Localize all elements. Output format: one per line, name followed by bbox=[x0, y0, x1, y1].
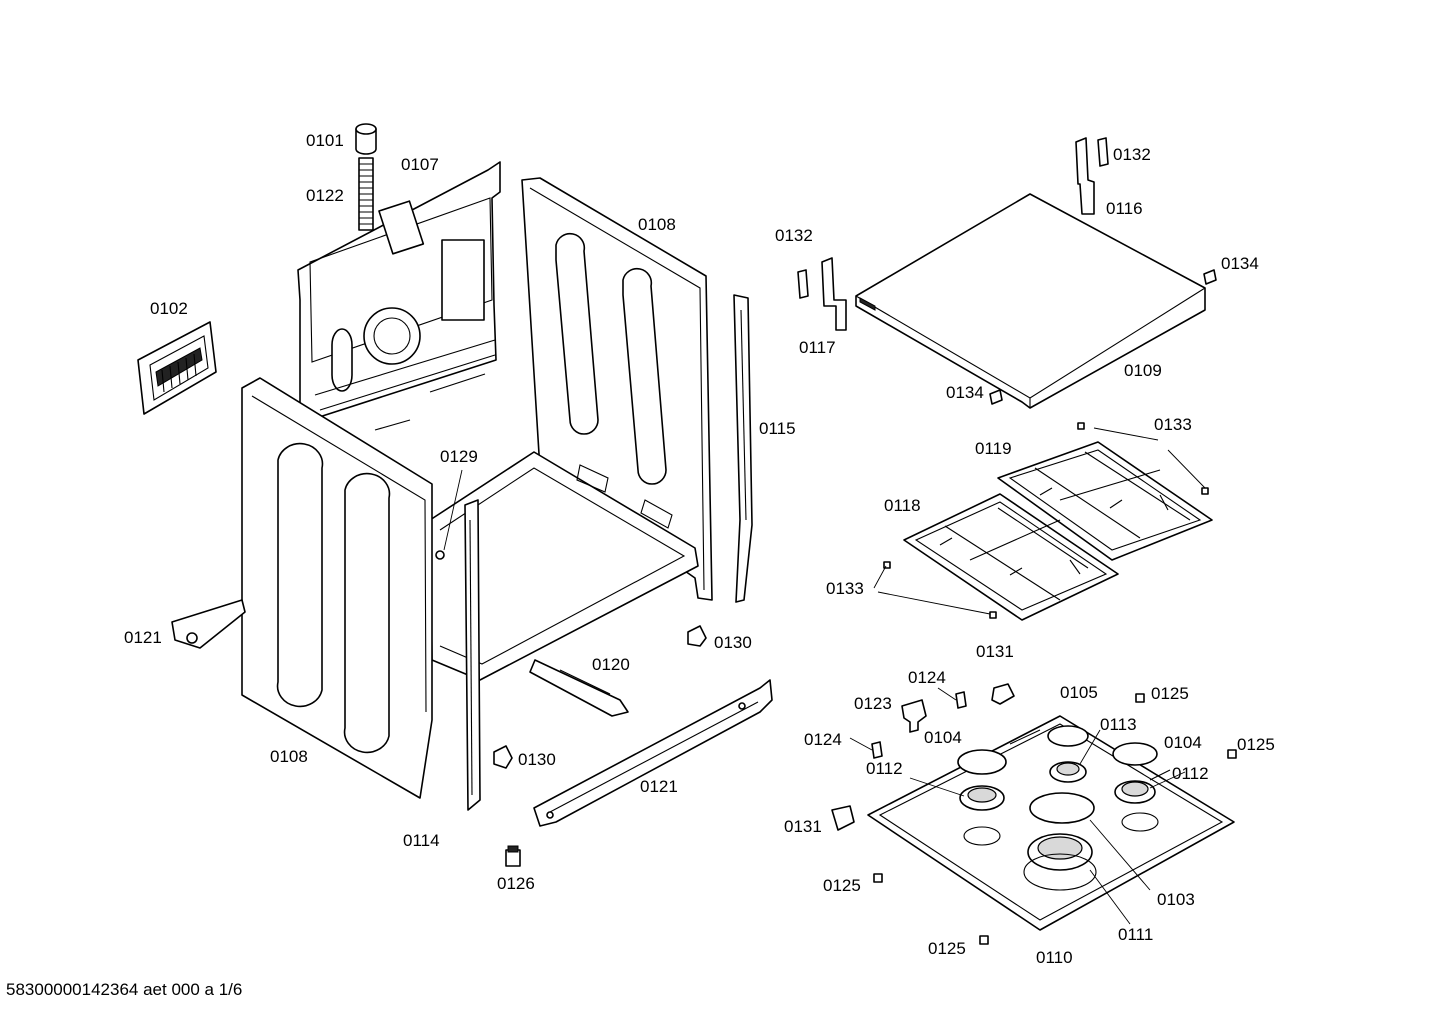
label-0123: 0123 bbox=[854, 694, 892, 713]
part-0130-clip-bottom bbox=[493, 745, 513, 769]
label-0125-b: 0125 bbox=[928, 939, 966, 958]
part-0102-grille bbox=[137, 321, 217, 415]
part-0114-front-strip bbox=[464, 499, 481, 811]
part-0107-back-panel bbox=[297, 161, 501, 431]
part-0103-cap-large bbox=[1029, 792, 1095, 824]
part-0132-bracket-left bbox=[797, 269, 809, 299]
part-0121-right-rail bbox=[533, 679, 773, 827]
label-0114: 0114 bbox=[403, 831, 440, 850]
label-0116: 0116 bbox=[1106, 199, 1143, 218]
label-0103: 0103 bbox=[1157, 890, 1195, 909]
label-0101: 0101 bbox=[306, 131, 344, 150]
part-0108-right-side-panel bbox=[521, 177, 713, 601]
label-0133-bottom: 0133 bbox=[826, 579, 864, 598]
label-0130-top: 0130 bbox=[714, 633, 752, 652]
label-0133-top: 0133 bbox=[1154, 415, 1192, 434]
part-0122-tube bbox=[358, 157, 374, 231]
label-0121-left: 0121 bbox=[124, 628, 162, 647]
part-0121-left-rail bbox=[171, 599, 246, 649]
label-0125-tr: 0125 bbox=[1151, 684, 1189, 703]
part-0105-cap bbox=[1047, 725, 1089, 747]
part-0126-nut bbox=[505, 845, 521, 867]
part-0116-hinge bbox=[1075, 137, 1095, 215]
document-id: 58300000142364 aet 000 a 1/6 bbox=[6, 980, 243, 999]
label-0121-right: 0121 bbox=[640, 777, 678, 796]
label-0125-r: 0125 bbox=[1237, 735, 1275, 754]
part-0104-cap-left bbox=[957, 749, 1007, 775]
label-0134-right: 0134 bbox=[1221, 254, 1259, 273]
part-0132-bracket-right bbox=[1097, 137, 1109, 167]
part-0119-grate-right bbox=[997, 441, 1213, 561]
part-0123-connector bbox=[901, 699, 927, 733]
label-0122: 0122 bbox=[306, 186, 344, 205]
leader-lines bbox=[849, 427, 1206, 925]
part-0117-hinge bbox=[821, 257, 847, 331]
part-0109-lid bbox=[855, 193, 1206, 409]
label-0113: 0113 bbox=[1100, 715, 1137, 734]
label-0111: 0111 bbox=[1118, 925, 1153, 944]
label-0110: 0110 bbox=[1036, 948, 1073, 967]
label-0104-left: 0104 bbox=[924, 728, 962, 747]
label-0117: 0117 bbox=[799, 338, 836, 357]
part-number-labels: 0101 0107 0122 0102 0108 0108 0132 0132 … bbox=[124, 131, 1275, 967]
label-0124-top: 0124 bbox=[908, 668, 946, 687]
part-0134-pad-right bbox=[1203, 269, 1217, 285]
part-0104-cap-right bbox=[1112, 742, 1158, 766]
label-0107: 0107 bbox=[401, 155, 439, 174]
part-0134-pad-left bbox=[989, 389, 1003, 405]
part-0108-left-side-panel bbox=[241, 377, 433, 799]
part-0111-burner-large bbox=[1023, 833, 1097, 891]
label-0109: 0109 bbox=[1124, 361, 1162, 380]
part-0125-clips bbox=[873, 693, 1237, 945]
label-0112-right: 0112 bbox=[1172, 764, 1209, 783]
label-0118: 0118 bbox=[884, 496, 921, 515]
label-0108-front: 0108 bbox=[270, 747, 308, 766]
part-0130-clip-top bbox=[687, 625, 707, 647]
part-0124-clip-top bbox=[955, 691, 967, 709]
part-0101-cap bbox=[355, 123, 377, 155]
label-0108-back: 0108 bbox=[638, 215, 676, 234]
label-0130-bottom: 0130 bbox=[518, 750, 556, 769]
part-0118-grate-left bbox=[903, 493, 1119, 621]
label-0112-left: 0112 bbox=[866, 759, 903, 778]
part-0113-burner bbox=[1049, 761, 1087, 783]
label-0124-bottom: 0124 bbox=[804, 730, 842, 749]
label-0131-bottom: 0131 bbox=[784, 817, 822, 836]
label-0126: 0126 bbox=[497, 874, 535, 893]
part-0112-burner-right bbox=[1114, 780, 1159, 832]
label-0104-right: 0104 bbox=[1164, 733, 1202, 752]
label-0129: 0129 bbox=[440, 447, 478, 466]
label-0134-left: 0134 bbox=[946, 383, 984, 402]
label-0125-bl: 0125 bbox=[823, 876, 861, 895]
label-0120: 0120 bbox=[592, 655, 630, 674]
part-0131-bracket-top bbox=[991, 683, 1015, 705]
part-0112-burner-left bbox=[959, 785, 1005, 846]
label-0105: 0105 bbox=[1060, 683, 1098, 702]
label-0132-right: 0132 bbox=[1113, 145, 1151, 164]
part-0110-hob-plate bbox=[867, 715, 1235, 931]
part-0131-bracket-bottom bbox=[831, 805, 855, 831]
part-0115-side-rail bbox=[733, 294, 753, 603]
label-0131-top: 0131 bbox=[976, 642, 1014, 661]
part-0124-clip-bottom bbox=[871, 741, 883, 759]
label-0119: 0119 bbox=[975, 439, 1012, 458]
label-0102: 0102 bbox=[150, 299, 188, 318]
part-0133-feet bbox=[883, 422, 1209, 619]
label-0132-left: 0132 bbox=[775, 226, 813, 245]
part-0129 bbox=[435, 469, 463, 560]
label-0115: 0115 bbox=[759, 419, 796, 438]
